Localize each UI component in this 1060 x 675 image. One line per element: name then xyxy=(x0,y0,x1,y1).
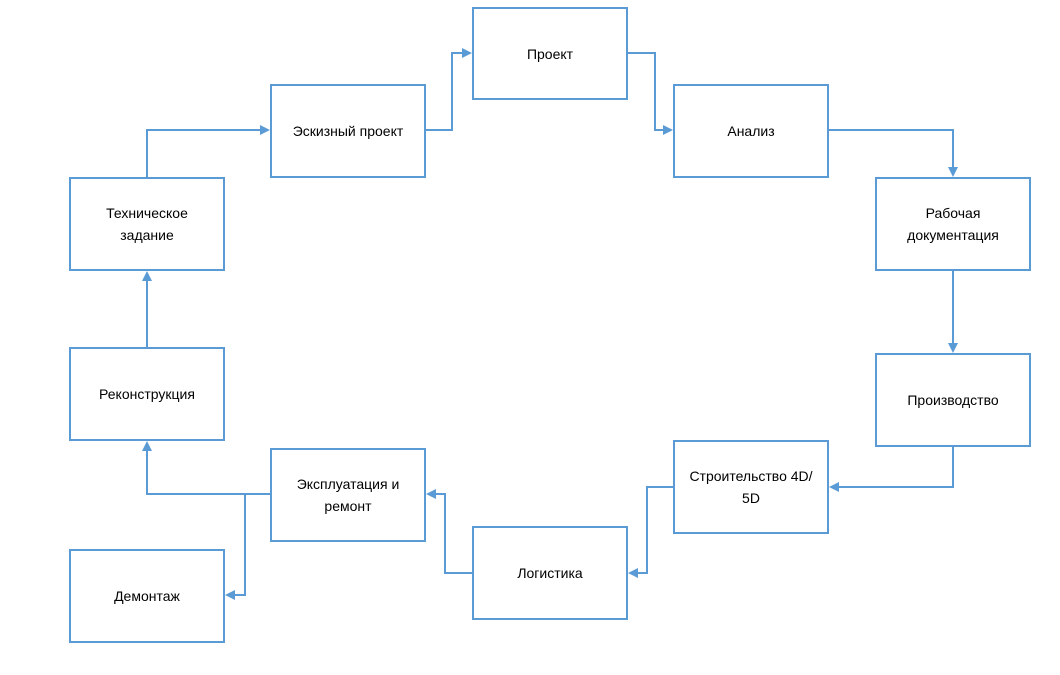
node-stroitelstvo-4d-5d: Строительство 4D/ 5D xyxy=(673,440,829,534)
node-label: Эскизный проект xyxy=(292,123,404,139)
edge-ekspl-to-rekon xyxy=(142,441,270,495)
edge-proizv-to-stroit xyxy=(829,447,954,492)
node-label: Производство xyxy=(907,392,999,408)
node-analiz: Анализ xyxy=(673,84,829,178)
node-label-line2: документация xyxy=(907,227,999,243)
node-label-line2: ремонт xyxy=(324,498,372,514)
node-label: Проект xyxy=(526,45,574,62)
node-label-line1: Техническое xyxy=(106,205,188,221)
node-ekspluatatsiya-i-remont: Эксплуатация и ремонт xyxy=(270,448,426,542)
node-rabochaya-dokumentatsiya: Рабочая документация xyxy=(875,177,1031,271)
node-label-line1: Рабочая xyxy=(925,205,981,221)
node-proekt: Проект xyxy=(472,7,628,100)
node-label: Демонтаж xyxy=(114,588,180,604)
node-eskizny-proekt: Эскизный проект xyxy=(270,84,426,178)
edge-eskiz-to-proekt xyxy=(426,48,472,131)
node-label-line2: 5D xyxy=(742,490,760,506)
node-tekhnicheskoe-zadanie: Техническое задание xyxy=(69,177,225,271)
node-demontazh: Демонтаж xyxy=(69,549,225,643)
node-label: Реконструкция xyxy=(99,386,195,402)
node-logistika: Логистика xyxy=(472,526,628,620)
edge-ekspl-to-demont xyxy=(225,494,246,600)
edge-stroit-to-logist xyxy=(628,486,673,578)
edge-tz-to-eskiz xyxy=(146,125,270,177)
edge-analiz-to-rabdoc xyxy=(829,129,958,177)
node-label-line1: Строительство 4D/ xyxy=(689,468,813,484)
edge-logist-to-ekspl xyxy=(426,489,472,574)
node-label-line2: задание xyxy=(120,227,174,243)
node-proizvodstvo: Производство xyxy=(875,353,1031,447)
edge-proekt-to-analiz xyxy=(628,52,673,135)
node-label: Логистика xyxy=(517,565,583,581)
node-label-line1: Эксплуатация и xyxy=(296,476,400,492)
node-label: Анализ xyxy=(727,123,775,139)
node-rekonstruktsiya: Реконструкция xyxy=(69,347,225,441)
